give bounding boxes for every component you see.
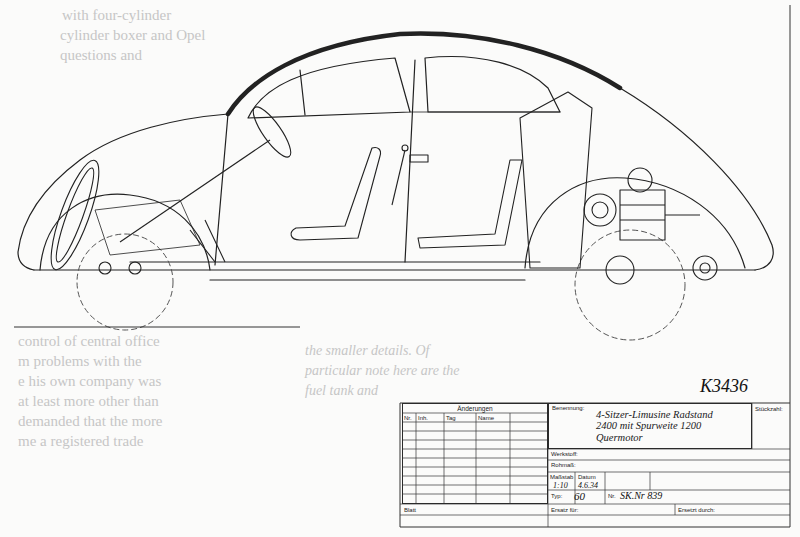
interior-parts — [247, 102, 296, 161]
car-body — [18, 33, 773, 280]
interior-parts — [592, 202, 608, 218]
handwritten-title: 4-Sitzer-Limusine Radstand 2400 mit Spur… — [596, 409, 714, 444]
title-field: Benennung:4-Sitzer-Limusine Radstand 240… — [548, 403, 752, 449]
title-block-grid — [400, 504, 790, 515]
sheet-frame — [400, 5, 790, 527]
wheel — [77, 234, 173, 330]
interior-parts — [129, 262, 141, 274]
car-body — [130, 261, 540, 262]
field-label: Datum — [578, 474, 596, 480]
car-body — [620, 88, 773, 270]
type-value: 60 — [574, 491, 585, 502]
interior-parts — [520, 92, 592, 268]
field-label: Ersatz für: — [551, 507, 578, 513]
ghost-text: cylinder boxer and Opel — [60, 28, 205, 43]
car-body — [40, 194, 210, 270]
interior-parts — [620, 205, 665, 220]
interior-parts — [95, 200, 200, 255]
ghost-text: questions and — [60, 48, 142, 63]
interior-parts — [410, 155, 428, 162]
table-heading: Änderungen — [406, 405, 544, 412]
interior-parts — [42, 92, 717, 284]
scale-value: 1:10 — [553, 482, 568, 490]
title-block-grid — [402, 431, 548, 494]
car-body — [410, 112, 560, 113]
date-value: 4.6.34 — [578, 482, 598, 490]
car-body — [34, 269, 755, 270]
wheel — [77, 230, 685, 340]
field-label: Stückzahl: — [755, 406, 783, 412]
wheel — [575, 230, 685, 340]
car-body — [210, 279, 525, 280]
ghost-text: fuel tank and — [305, 384, 378, 398]
title-block-grid — [402, 413, 548, 422]
field-label: Rohmaß: — [551, 462, 576, 468]
car-body — [18, 114, 228, 270]
interior-parts — [99, 262, 111, 274]
interior-parts — [606, 256, 634, 284]
ghost-text: particular note here are the — [305, 364, 460, 378]
car-body — [228, 33, 620, 114]
interior-parts — [120, 140, 270, 242]
column-header: Name — [478, 415, 494, 421]
interior-parts — [402, 145, 408, 151]
car-body — [425, 57, 560, 112]
field-label: Maßstab — [550, 474, 573, 480]
number-value: SK.Nr 839 — [620, 491, 662, 501]
interior-parts — [190, 220, 225, 262]
interior-parts — [291, 147, 380, 240]
field-label: Ersetzt durch: — [678, 507, 715, 513]
interior-parts — [700, 263, 710, 273]
ghost-text: me a registered trade — [18, 434, 143, 449]
column-header: Inh. — [418, 415, 428, 421]
interior-parts — [620, 190, 665, 240]
interior-parts — [42, 156, 108, 275]
drawing-number: K3436 — [700, 377, 748, 395]
column-header: Tag — [446, 415, 456, 421]
car-body — [215, 114, 228, 265]
interior-parts — [584, 194, 616, 226]
car-body — [300, 70, 305, 115]
interior-parts — [418, 160, 522, 248]
ghost-text: m problems with the — [18, 354, 142, 369]
title-block-grid — [400, 403, 790, 527]
interior-parts — [628, 168, 652, 192]
field-label: Blatt — [404, 507, 416, 513]
ghost-text: at least more other than — [18, 394, 159, 409]
ghost-text: control of central office — [18, 334, 160, 349]
title-block-grid — [575, 472, 675, 515]
ghost-text: demanded that the more — [18, 414, 163, 429]
sheet-frame — [14, 327, 300, 328]
field-label: Nr. — [608, 493, 616, 499]
field-label: Typ: — [551, 493, 562, 499]
column-header: Nr. — [404, 415, 412, 421]
field-label: Werkstoff: — [551, 451, 578, 457]
title-block-grid — [416, 413, 510, 504]
ghost-text: with four-cylinder — [62, 8, 171, 23]
car-body — [248, 58, 410, 118]
title-block-grid — [548, 449, 790, 490]
interior-parts — [50, 165, 99, 264]
interior-parts — [392, 150, 405, 205]
interior-parts — [665, 214, 700, 215]
ghost-text: e his own company was — [18, 374, 161, 389]
sheet-frame — [14, 5, 790, 527]
interior-parts — [693, 256, 717, 280]
ghost-text: the smaller details. Of — [305, 344, 429, 358]
